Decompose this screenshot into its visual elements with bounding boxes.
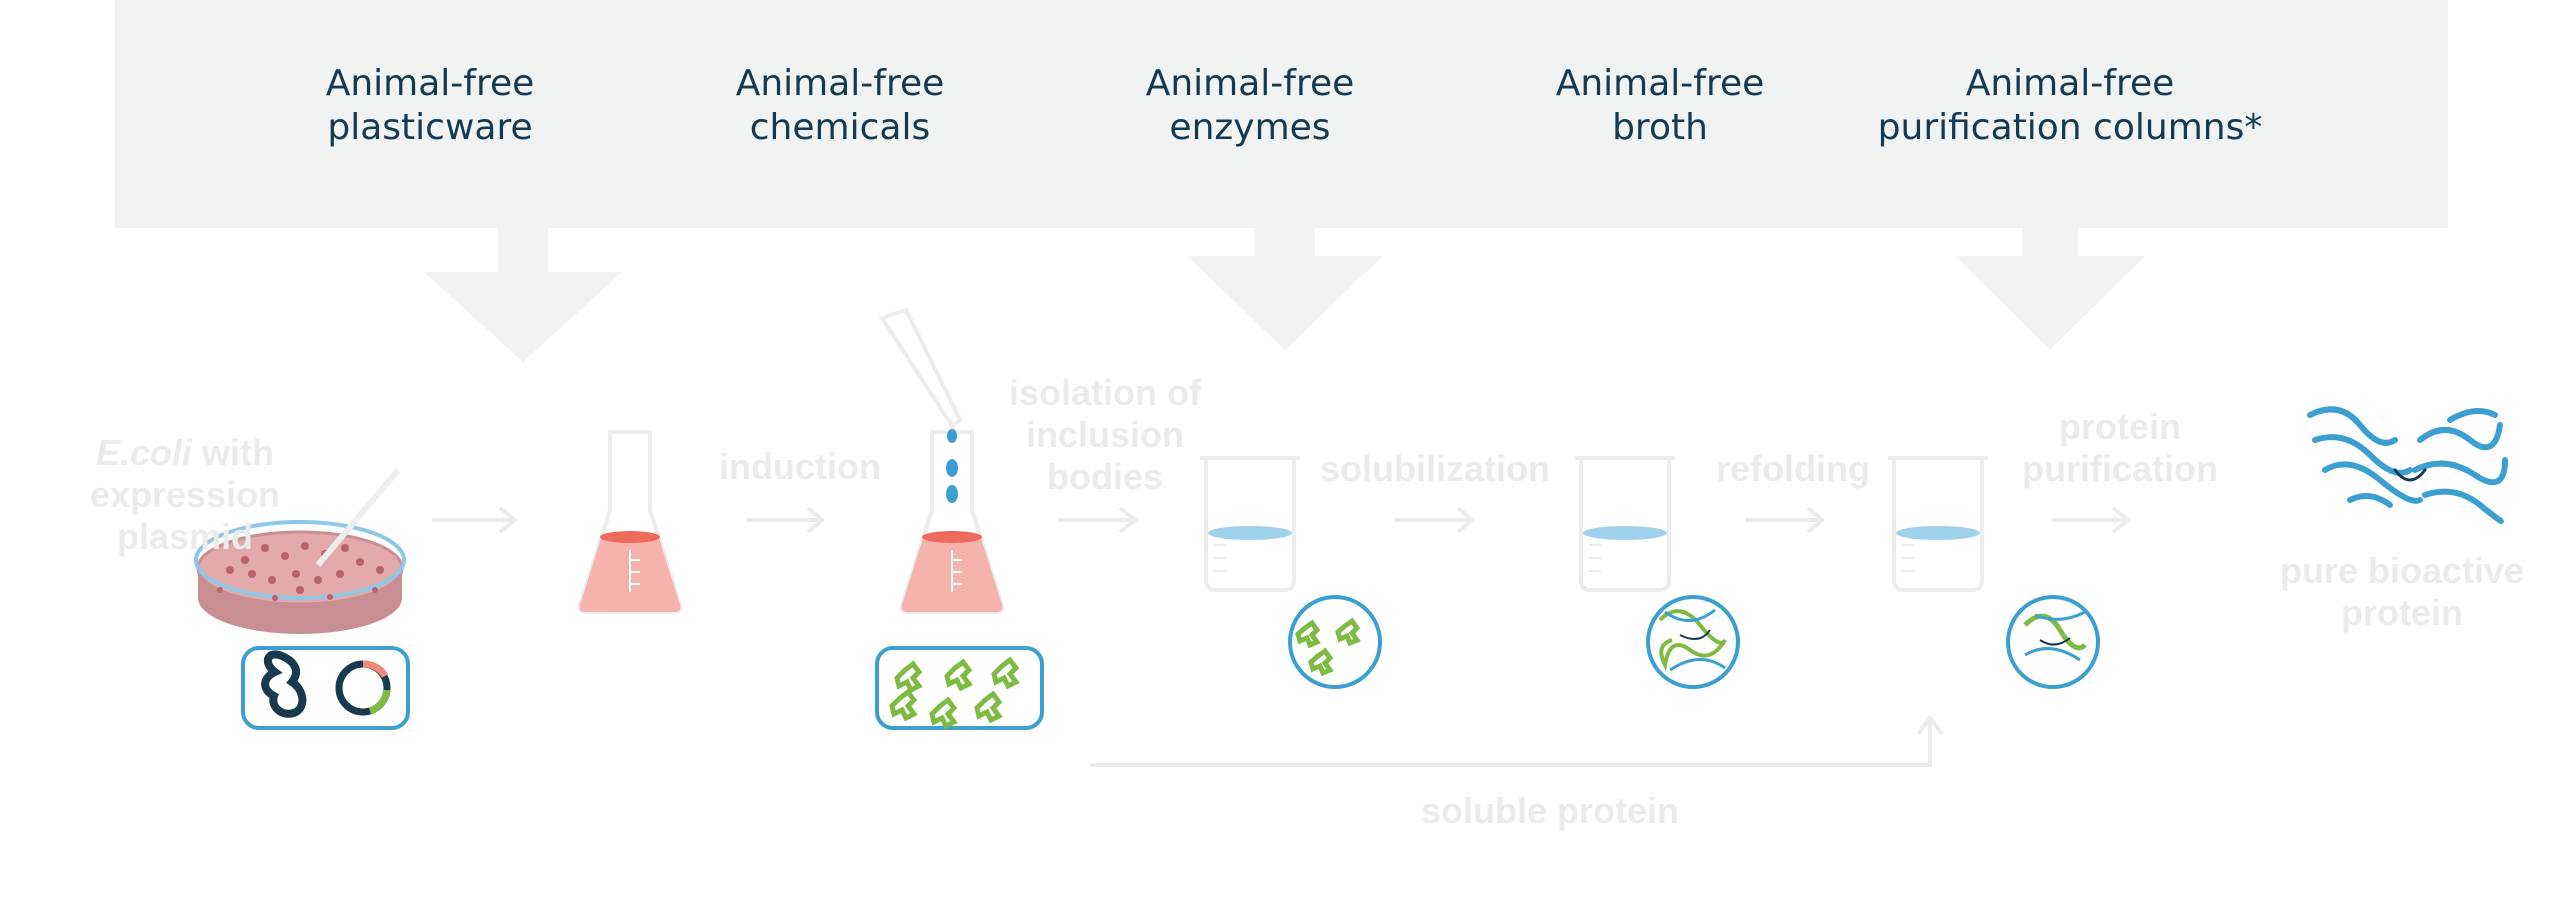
purification-line: purification xyxy=(2022,448,2218,489)
down-arrow-icon xyxy=(424,228,622,362)
beaker-icon xyxy=(1575,456,1675,592)
result-line: protein xyxy=(2341,592,2463,633)
protein-structure-icon xyxy=(2307,406,2508,524)
plasmid-icon xyxy=(241,646,410,730)
supply-line: purification columns* xyxy=(1877,107,2263,148)
pipette-icon xyxy=(878,307,963,503)
induction-label: induction xyxy=(719,446,881,487)
supply-line: Animal-free xyxy=(1965,63,2175,104)
folded-protein-icon xyxy=(1646,595,1740,689)
beaker-icon xyxy=(1200,456,1300,592)
supply-line: Animal-free xyxy=(1145,63,1355,104)
supply-line: Animal-free xyxy=(325,63,535,104)
supply-label-purification-columns: Animal-free purification columns* xyxy=(1860,62,2280,150)
isolation-line: inclusion xyxy=(1025,414,1184,455)
start-label-rest: with xyxy=(192,432,274,473)
refolding-label: refolding xyxy=(1716,448,1870,489)
start-label-line: plasmid xyxy=(116,516,254,557)
folded-protein-icon xyxy=(2006,595,2100,689)
supply-band xyxy=(115,0,2448,228)
supply-label-chemicals: Animal-free chemicals xyxy=(630,62,1050,150)
supply-line: chemicals xyxy=(749,107,931,148)
petri-dish-icon xyxy=(194,468,406,634)
result-line: pure bioactive xyxy=(2279,550,2525,591)
down-arrow-icon xyxy=(1187,228,1383,350)
supply-label-broth: Animal-free broth xyxy=(1450,62,1870,150)
supply-label-enzymes: Animal-free enzymes xyxy=(1040,62,1460,150)
flask-icon xyxy=(577,430,683,614)
start-label: E.coli with expression plasmid xyxy=(55,432,315,558)
result-label: pure bioactive protein xyxy=(2262,550,2542,634)
start-label-line: expression xyxy=(89,474,281,515)
down-arrow-icon xyxy=(1955,228,2145,350)
supply-line: Animal-free xyxy=(1555,63,1765,104)
beaker-icon xyxy=(1888,456,1988,592)
purification-line: protein xyxy=(2059,406,2181,447)
purification-label: protein purification xyxy=(2010,406,2230,490)
soluble-protein-path xyxy=(1090,714,1944,767)
isolation-line: bodies xyxy=(1046,456,1163,497)
inclusion-body-icon xyxy=(1288,595,1382,689)
isolation-line: isolation of xyxy=(1009,372,1201,413)
process-arrows xyxy=(432,506,2132,534)
soluble-protein-label: soluble protein xyxy=(1420,790,1679,831)
supply-line: Animal-free xyxy=(735,63,945,104)
flask-icon xyxy=(899,430,1005,614)
solubilization-label: solubilization xyxy=(1320,448,1550,489)
start-label-italic: E.coli xyxy=(95,432,193,473)
supply-line: broth xyxy=(1612,107,1708,148)
supply-line: plasticware xyxy=(327,107,533,148)
inclusion-body-icon xyxy=(875,646,1044,730)
supply-line: enzymes xyxy=(1169,107,1331,148)
start-label-line: E.coli with xyxy=(55,432,315,474)
supply-label-plasticware: Animal-free plasticware xyxy=(220,62,640,150)
isolation-label: isolation of inclusion bodies xyxy=(985,372,1225,498)
